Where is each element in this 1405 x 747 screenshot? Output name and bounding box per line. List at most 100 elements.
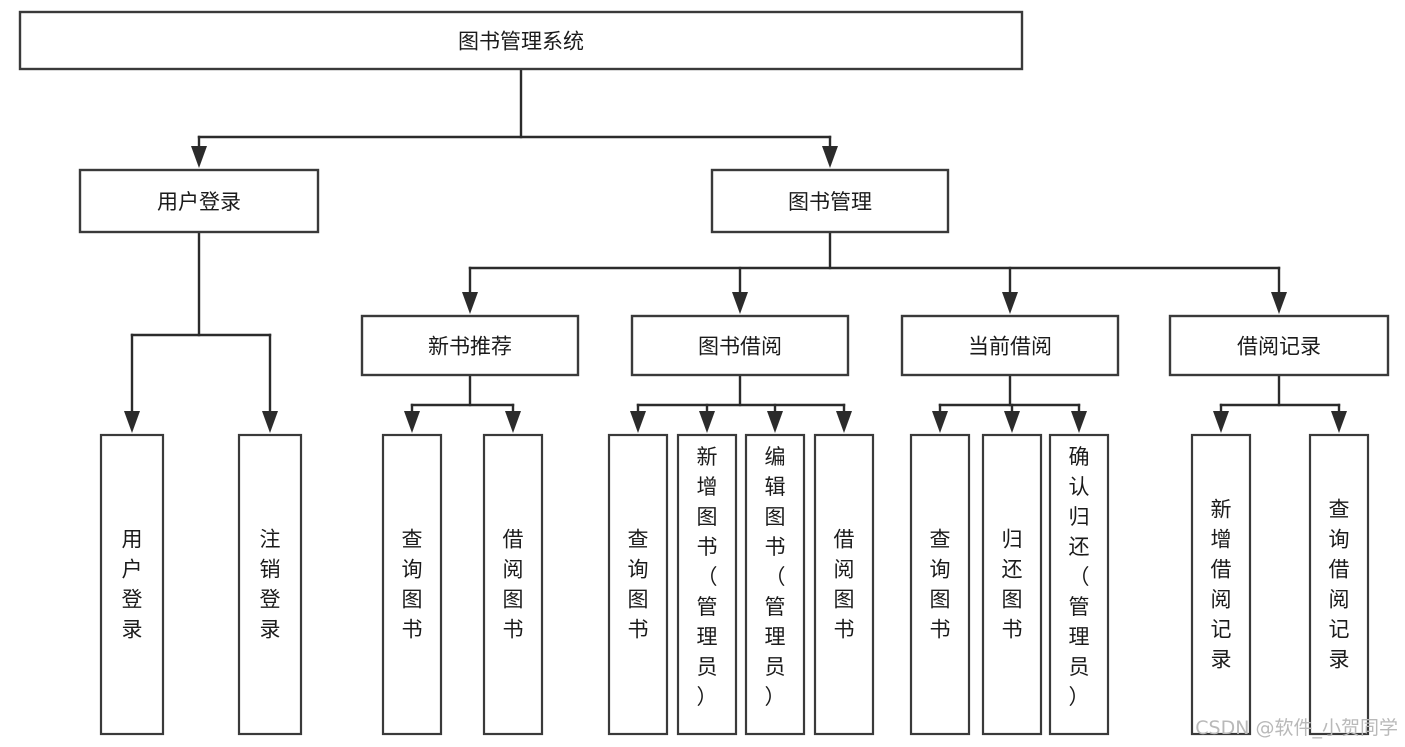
node-leaf-查询借阅记录-label-char: 录 <box>1329 648 1350 672</box>
node-leaf-查询图书-label-char: 询 <box>628 558 649 582</box>
node-leaf-新增借阅记录-label-char: 记 <box>1211 618 1232 642</box>
node-leaf-编辑图书（管理员）-label-char: 管 <box>765 595 786 619</box>
node-leaf-注销登录-label-char: 销 <box>260 558 281 582</box>
node-leaf-归还图书-label-char: 书 <box>1002 618 1023 642</box>
node-leaf-新增图书（管理员）-label-char: 书 <box>697 535 718 559</box>
node-level2-图书管理[interactable]: 图书管理 <box>710 168 950 234</box>
node-level3-新书推荐-rect <box>360 314 580 377</box>
node-root-图书管理系统[interactable]: 图书管理系统 <box>18 10 1024 71</box>
node-leaf-确认归还（管理员）-label-char: 管 <box>1069 595 1090 619</box>
node-leaf-新增借阅记录-rect <box>1190 433 1252 736</box>
node-leaf-用户登录-rect <box>99 433 165 736</box>
node-leaf-归还图书-rect <box>981 433 1043 736</box>
node-leaf-用户登录[interactable]: 用户登录 <box>99 433 165 736</box>
arrow-head-icon <box>1331 411 1347 433</box>
node-leaf-用户登录-label-char: 户 <box>122 558 143 582</box>
node-level3-新书推荐-label: 新书推荐 <box>428 335 512 359</box>
node-leaf-新增借阅记录-label-char: 阅 <box>1211 588 1232 612</box>
node-leaf-查询图书-label-char: 图 <box>930 588 951 612</box>
node-leaf-确认归还（管理员）-label-char: 认 <box>1069 475 1090 499</box>
node-leaf-查询图书-label-char: 询 <box>930 558 951 582</box>
node-level3-图书借阅-label: 图书借阅 <box>698 335 782 359</box>
arrow-head-icon <box>699 411 715 433</box>
node-leaf-编辑图书（管理员）-label-char: 辑 <box>765 475 786 499</box>
node-leaf-查询借阅记录-label-char: 询 <box>1329 528 1350 552</box>
node-leaf-借阅图书-rect <box>813 433 875 736</box>
arrow-head-icon <box>404 411 420 433</box>
node-level2-图书管理-label: 图书管理 <box>788 190 872 214</box>
node-level3-新书推荐[interactable]: 新书推荐 <box>360 314 580 377</box>
node-leaf-查询借阅记录-label-char: 阅 <box>1329 588 1350 612</box>
arrow-head-icon <box>836 411 852 433</box>
node-leaf-查询图书-rect <box>607 433 669 736</box>
node-leaf-确认归还（管理员）-label-char: （ <box>1069 565 1090 589</box>
arrow-head-icon <box>191 146 207 168</box>
arrow-head-icon <box>505 411 521 433</box>
node-leaf-新增图书（管理员）-label-char: 员 <box>697 655 718 679</box>
arrow-head-icon <box>767 411 783 433</box>
node-level3-图书借阅[interactable]: 图书借阅 <box>630 314 850 377</box>
node-level3-借阅记录[interactable]: 借阅记录 <box>1168 314 1390 377</box>
node-leaf-查询图书-label-char: 图 <box>628 588 649 612</box>
node-leaf-编辑图书（管理员）-label-char: 员 <box>765 655 786 679</box>
node-leaf-确认归还（管理员）-label-char: 员 <box>1069 655 1090 679</box>
arrow-head-icon <box>932 411 948 433</box>
node-level3-当前借阅[interactable]: 当前借阅 <box>900 314 1120 377</box>
node-level3-图书借阅-rect <box>630 314 850 377</box>
node-leaf-编辑图书（管理员）-label-char: （ <box>765 565 786 589</box>
node-leaf-注销登录-rect <box>237 433 303 736</box>
node-leaf-查询借阅记录-rect <box>1308 433 1370 736</box>
node-leaf-编辑图书（管理员）-label-char: 编 <box>765 445 786 469</box>
node-leaf-归还图书-label-char: 图 <box>1002 588 1023 612</box>
node-leaf-查询图书-label-char: 书 <box>402 618 423 642</box>
node-leaf-查询图书-label-char: 书 <box>930 618 951 642</box>
node-leaf-查询借阅记录-label-char: 查 <box>1329 498 1350 522</box>
node-leaf-编辑图书（管理员）-label-char: 书 <box>765 535 786 559</box>
node-leaf-查询图书-rect <box>381 433 443 736</box>
node-leaf-编辑图书（管理员）-label-char: 理 <box>765 625 786 649</box>
node-level2-用户登录-rect <box>78 168 320 234</box>
node-leaf-新增借阅记录-label-char: 增 <box>1211 528 1232 552</box>
node-leaf-借阅图书-label-char: 书 <box>503 618 524 642</box>
connector-lines <box>124 67 1347 433</box>
arrow-head-icon <box>1271 292 1287 314</box>
node-leaf-编辑图书（管理员）-rect <box>744 433 806 736</box>
node-leaf-确认归还（管理员）-label-char: 理 <box>1069 625 1090 649</box>
arrow-head-icon <box>1004 411 1020 433</box>
arrow-head-icon <box>732 292 748 314</box>
node-leaf-新增借阅记录-label-char: 新 <box>1211 498 1232 522</box>
node-leaf-用户登录-label-char: 录 <box>122 618 143 642</box>
node-leaf-注销登录-label-char: 录 <box>260 618 281 642</box>
node-level2-用户登录[interactable]: 用户登录 <box>78 168 320 234</box>
arrow-head-icon <box>1002 292 1018 314</box>
arrow-head-icon <box>822 146 838 168</box>
node-leaf-借阅图书-rect <box>482 433 544 736</box>
node-level3-当前借阅-label: 当前借阅 <box>968 335 1052 359</box>
node-level3-当前借阅-rect <box>900 314 1120 377</box>
node-leaf-确认归还（管理员）-label-char: 确 <box>1069 445 1090 469</box>
node-leaf-归还图书-label-char: 还 <box>1002 558 1023 582</box>
node-leaf-借阅图书-label-char: 借 <box>834 528 855 552</box>
arrow-head-icon <box>1213 411 1229 433</box>
node-leaf-查询图书-label-char: 书 <box>628 618 649 642</box>
node-leaf-编辑图书（管理员）-label-char: ） <box>765 685 786 709</box>
node-leaf-查询图书-label-char: 查 <box>930 528 951 552</box>
node-leaf-归还图书-label-char: 归 <box>1002 528 1023 552</box>
node-leaf-新增借阅记录-label-char: 录 <box>1211 648 1232 672</box>
node-leaf-新增图书（管理员）-label-char: 增 <box>697 475 718 499</box>
node-level3-借阅记录-label: 借阅记录 <box>1237 335 1321 359</box>
